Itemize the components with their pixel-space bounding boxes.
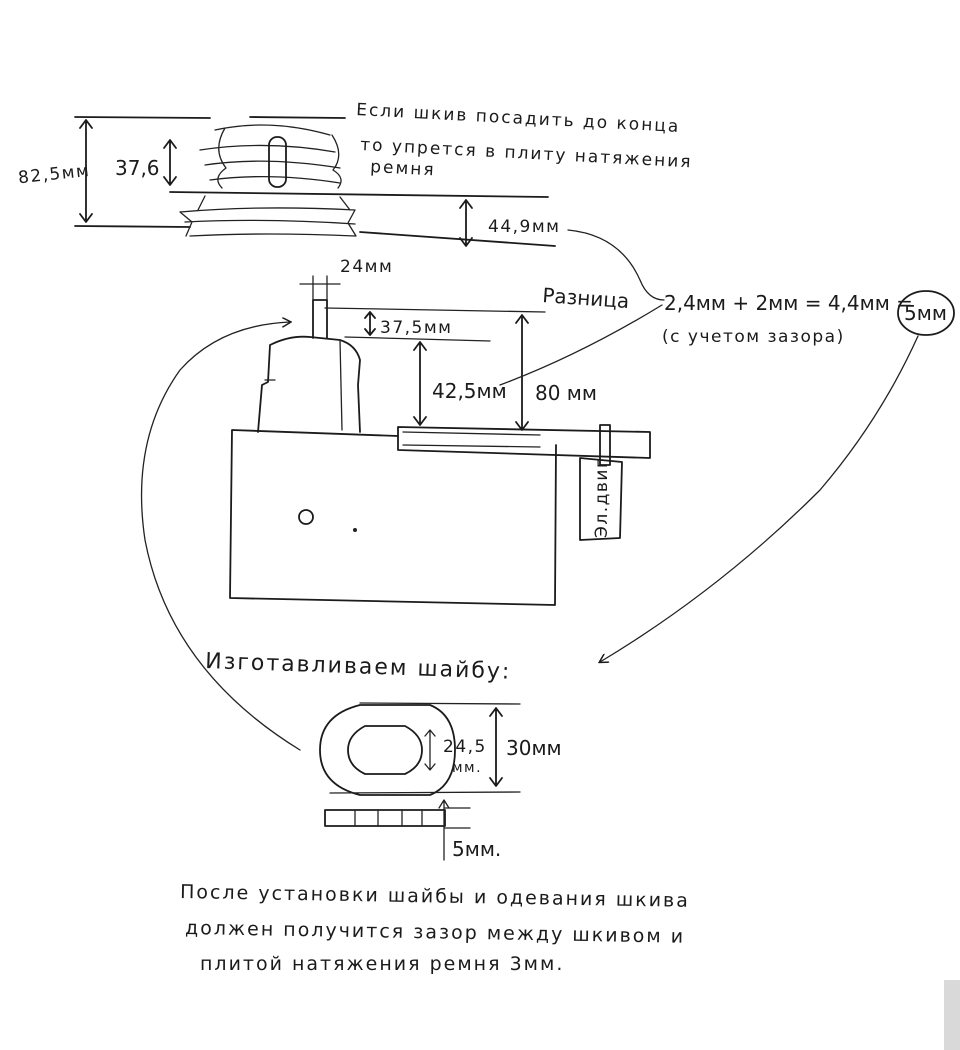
dim-thickness-arrow	[438, 799, 450, 861]
pulley-mid-line	[169, 191, 549, 198]
washer-side-view	[324, 809, 446, 827]
shaft-top-line	[324, 307, 546, 313]
dim-pulley-arrow	[163, 139, 177, 186]
motor-shaft-stub	[312, 299, 328, 339]
dim-total-arrow	[79, 119, 93, 223]
difference-label: Разница	[542, 283, 630, 313]
washer-top-line	[359, 702, 521, 705]
pulley-upper-body	[199, 124, 342, 189]
washer-bottom-line	[329, 791, 521, 794]
tension-plate-inner	[402, 431, 541, 448]
dim-inner-arrow	[424, 729, 436, 771]
leader-425	[499, 304, 663, 386]
dim-total-label: 82,5мм	[17, 161, 91, 188]
footer-note: После установки шайбы и одевания шкива д…	[180, 881, 690, 975]
dim-outer-arrow	[489, 707, 503, 787]
difference-calc: 2,4мм + 2мм = 4,4мм =	[664, 291, 913, 315]
shaft-base-line	[344, 336, 491, 342]
washer-side-dashes	[354, 810, 423, 826]
arrow-to-shaft	[140, 322, 301, 751]
washer-side-ref	[444, 807, 471, 829]
motor-label: Эл.двиг	[592, 458, 612, 538]
dim-shaft-arrow	[364, 311, 376, 336]
dim-gap-arrow	[459, 199, 473, 247]
motor-label-box	[579, 457, 623, 541]
leader-449	[567, 229, 665, 301]
motor-dot	[353, 528, 357, 532]
washer-heading: Изготавливаем шайбу:	[205, 649, 512, 685]
dim-width-label: 24мм	[340, 257, 393, 277]
result-circle	[897, 290, 955, 336]
dim-80-label: 80 мм	[535, 381, 597, 405]
pulley-shaft	[268, 136, 287, 188]
difference-note: (с учетом зазора)	[662, 327, 845, 347]
washer-outer-ring	[319, 704, 456, 796]
dim-shaft-label: 37,5мм	[380, 318, 453, 338]
dim-80-arrow	[515, 314, 529, 431]
washer-section: Изготавливаем шайбу: 24,5 мм. 30мм 5мм.	[205, 649, 562, 861]
footer-line-1: После установки шайбы и одевания шкива	[180, 881, 690, 912]
motor-housing-detail	[264, 339, 343, 431]
dim-inner-unit: мм.	[452, 760, 482, 776]
footer-line-3: плитой натяжения ремня 3мм.	[200, 953, 564, 975]
footer-line-2: должен получится зазор между шкивом и	[185, 917, 685, 948]
dim-425-arrow	[413, 341, 427, 426]
dim-425-label: 42,5мм	[432, 379, 507, 403]
washer-inner-ring	[347, 725, 423, 775]
paper-edge-shadow	[944, 980, 960, 1050]
difference-section: Разница 2,4мм + 2мм = 4,4мм = 5мм (с уче…	[140, 229, 955, 751]
dim-width-arrow	[299, 275, 341, 301]
note-line-3: ремня	[370, 157, 436, 180]
tension-plate	[397, 426, 651, 459]
note-line-1: Если шкив посадить до конца	[356, 100, 681, 137]
pulley-bottom-line	[74, 225, 556, 247]
pulley-top-line	[74, 116, 346, 119]
dim-outer-label: 30мм	[506, 736, 562, 760]
pulley-lower-body	[179, 195, 357, 237]
motor-body	[229, 429, 557, 606]
dim-gap-label: 44,9мм	[488, 217, 561, 237]
dim-thickness-label: 5мм.	[452, 837, 501, 861]
motor-mount-hole	[298, 509, 314, 525]
dim-inner-label: 24,5	[443, 737, 487, 757]
motor-section: 24мм 37,5мм Эл.двиг 42,5мм 80 мм	[229, 257, 663, 606]
arrow-to-washer	[600, 335, 919, 662]
motor-housing-upper	[257, 335, 361, 433]
plate-pin	[599, 424, 611, 466]
pulley-section: 82,5мм 37,6 44,9мм Если шкив посадить до…	[17, 100, 693, 247]
difference-result: 5мм	[904, 301, 947, 325]
dim-pulley-label: 37,6	[115, 156, 160, 180]
